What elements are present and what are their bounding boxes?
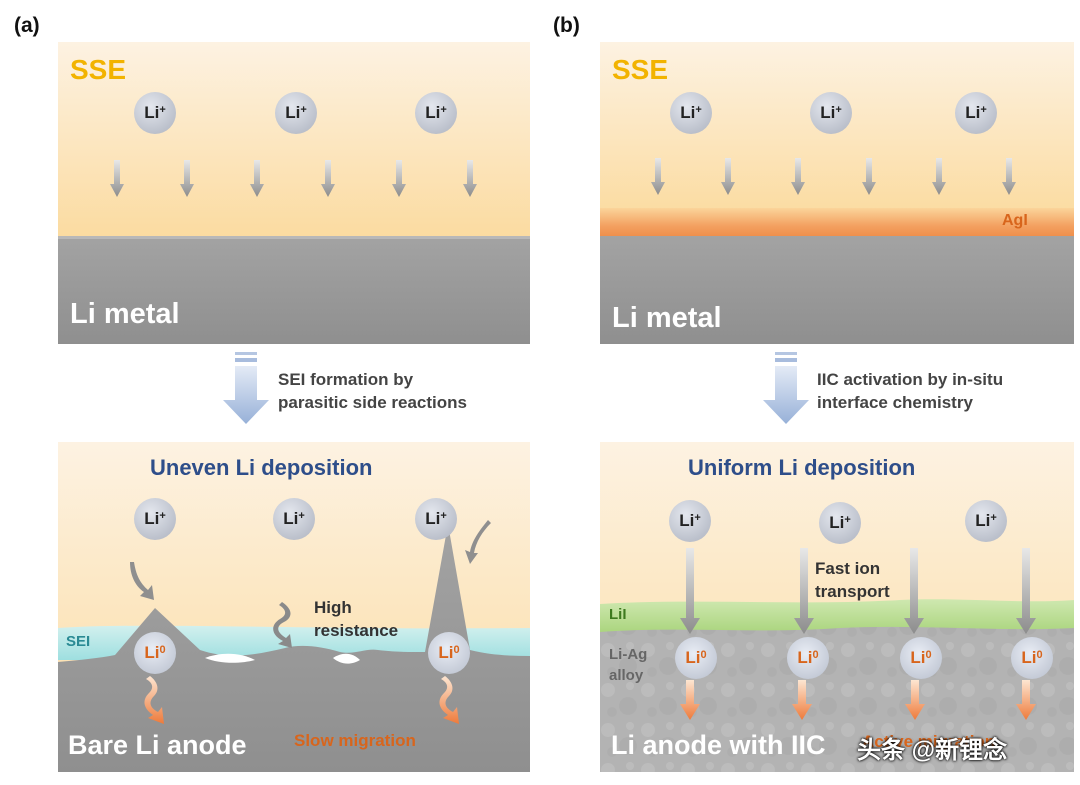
li-ion-b-top-1: Li+ xyxy=(670,92,712,134)
li-metal-label-a: Li metal xyxy=(70,298,180,330)
sse-label-b-top: SSE xyxy=(612,54,669,85)
high-resistance-line2: resistance xyxy=(314,621,399,640)
process-arrow-b xyxy=(763,352,809,424)
uniform-deposition-title: Uniform Li deposition xyxy=(688,455,916,480)
process-note-a-line1: SEI formation by xyxy=(278,370,414,389)
li-ion-b-bot-2: Li+ xyxy=(819,502,861,544)
bare-anode-label: Bare Li anode xyxy=(68,730,247,760)
agi-label: AgI xyxy=(1002,212,1028,229)
li-ion-b-bot-1: Li+ xyxy=(669,500,711,542)
li-ag-alloy-label: Li-Ag alloy xyxy=(609,644,647,686)
watermark: 头条 @新锂念 xyxy=(857,737,1008,764)
uneven-deposition-title: Uneven Li deposition xyxy=(150,455,373,480)
li-ion-a-bot-2: Li+ xyxy=(273,498,315,540)
process-arrow-a xyxy=(223,352,269,424)
process-note-b: IIC activation by in-situ interface chem… xyxy=(817,368,1003,414)
li-ion-a-bot-3: Li+ xyxy=(415,498,457,540)
panel-a-top xyxy=(58,42,530,344)
high-resistance-label: High resistance xyxy=(314,596,398,642)
li-metal-label-b: Li metal xyxy=(612,302,722,334)
fast-ion-transport-label: Fast ion transport xyxy=(815,557,890,603)
ion-flux-arrows-b xyxy=(651,158,1016,195)
li-ion-a-top-3: Li+ xyxy=(415,92,457,134)
li-ion-a-top-1: Li+ xyxy=(134,92,176,134)
lii-label: LiI xyxy=(609,606,627,623)
process-note-a: SEI formation by parasitic side reaction… xyxy=(278,368,467,414)
sei-label: SEI xyxy=(66,633,91,650)
li-ion-b-top-3: Li+ xyxy=(955,92,997,134)
ion-flux-arrows-a xyxy=(110,160,477,197)
panel-label-a: (a) xyxy=(14,14,40,37)
fast-ion-line1: Fast ion xyxy=(815,559,881,578)
li-ion-a-bot-1: Li+ xyxy=(134,498,176,540)
fast-ion-line2: transport xyxy=(815,582,890,601)
process-note-a-line2: parasitic side reactions xyxy=(278,393,467,412)
panel-label-b: (b) xyxy=(553,14,580,37)
li-ion-b-bot-3: Li+ xyxy=(965,500,1007,542)
li-ion-a-top-2: Li+ xyxy=(275,92,317,134)
high-resistance-line1: High xyxy=(314,598,352,617)
iic-anode-label: Li anode with IIC xyxy=(611,730,826,760)
panel-a-bottom xyxy=(58,442,530,772)
panel-b-top xyxy=(600,42,1074,344)
sse-label-a-top: SSE xyxy=(70,54,127,85)
process-note-b-line2: interface chemistry xyxy=(817,393,973,412)
alloy-line1: Li-Ag xyxy=(609,646,648,663)
li-ion-b-top-2: Li+ xyxy=(810,92,852,134)
alloy-line2: alloy xyxy=(609,667,644,684)
active-migration-label: Active migration xyxy=(862,732,996,751)
panel-b-bottom xyxy=(600,442,1074,772)
slow-migration-label: Slow migration xyxy=(294,731,416,750)
process-note-b-line1: IIC activation by in-situ xyxy=(817,370,1004,389)
